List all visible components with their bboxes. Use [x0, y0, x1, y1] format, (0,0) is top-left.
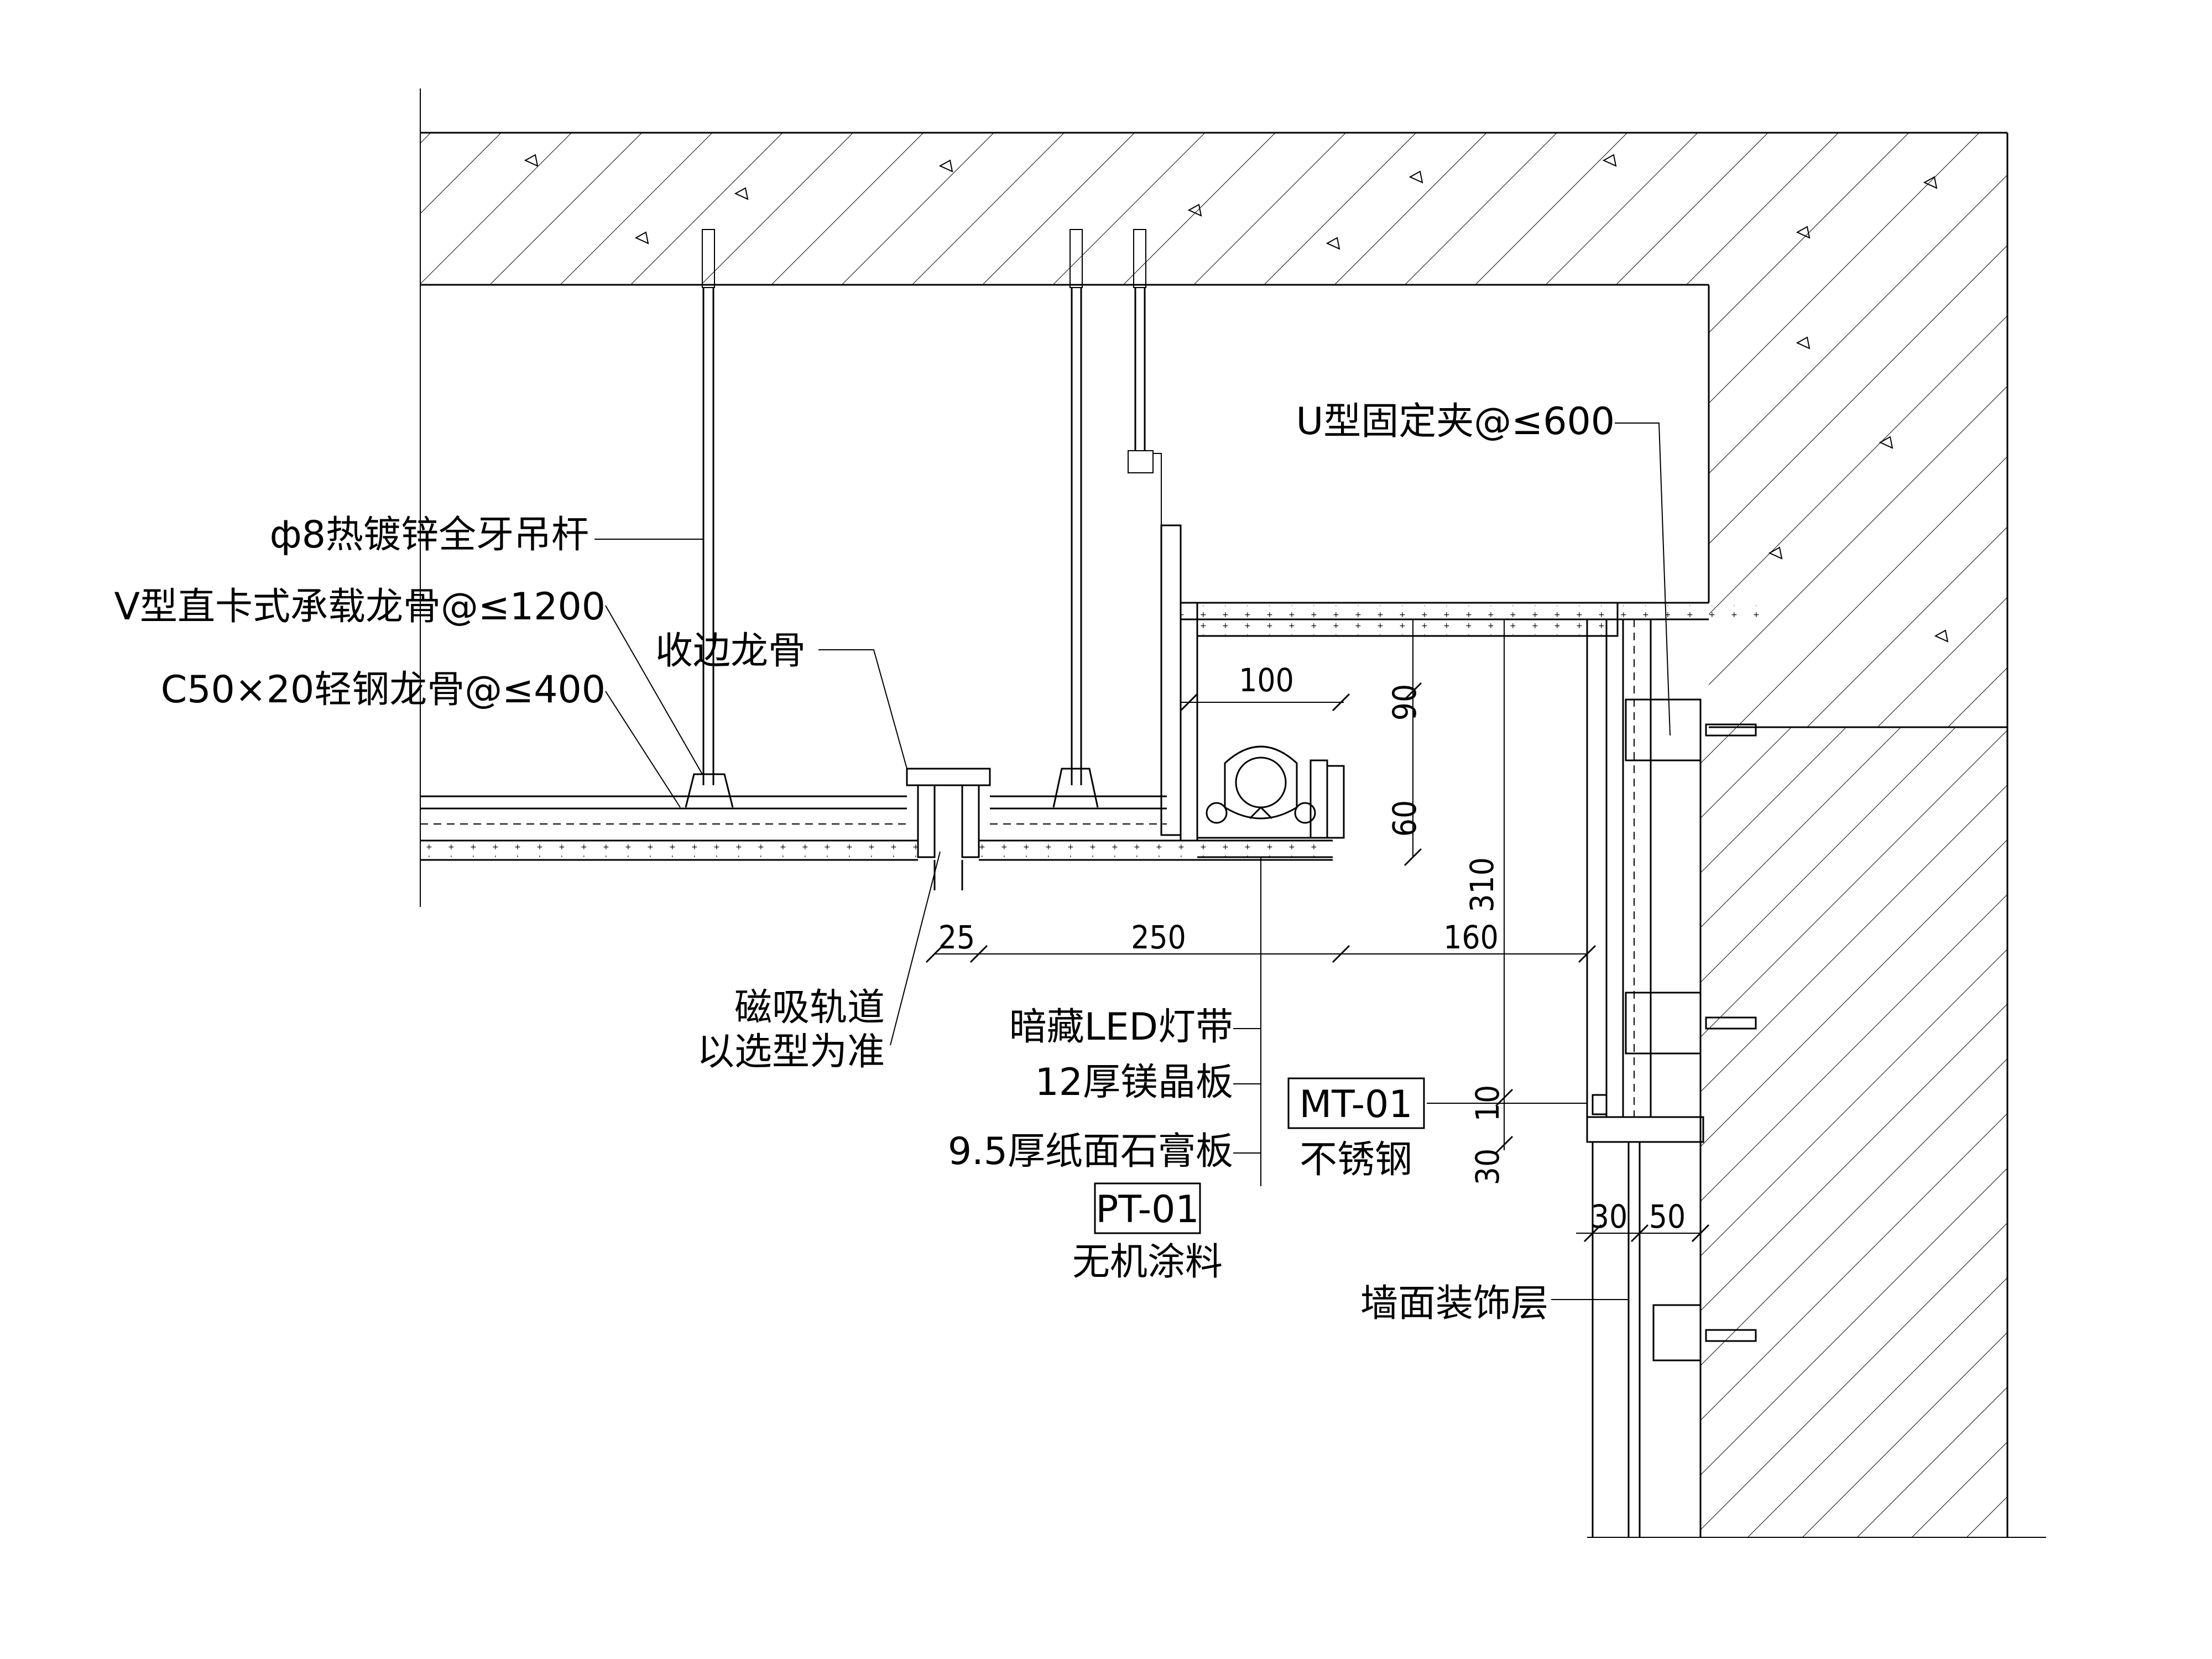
led-fixture	[1206, 745, 1316, 824]
upper-ceiling-board	[1181, 564, 1767, 620]
pt-code-box	[1094, 1182, 1201, 1234]
label-c-keel: C50×20轻钢龙骨@≤400	[161, 668, 606, 712]
label-edge-keel: 收边龙骨	[655, 629, 806, 673]
hanger-rods	[702, 229, 1181, 785]
magnetic-track	[906, 768, 991, 890]
wall-finish-layer	[1592, 1142, 1702, 1537]
label-hanger-rod: ф8热镀锌全牙吊杆	[270, 513, 589, 557]
label-magnetic-track-2: 以选型为准	[697, 1030, 885, 1074]
ceiling-board-left	[420, 795, 918, 861]
label-magnetic-track-1: 磁吸轨道	[734, 986, 885, 1030]
dim-30-horizontal: 30	[1591, 1198, 1627, 1235]
dim-60: 60	[1386, 800, 1423, 837]
concrete-wall	[1708, 285, 2007, 728]
label-wall-finish: 墙面装饰层	[1360, 1282, 1548, 1326]
vertical-wall-board	[1586, 618, 1704, 1143]
dim-30-vertical: 30	[1469, 1149, 1506, 1185]
label-u-clip: U型固定夹@≤600	[1296, 400, 1615, 444]
label-v-keel: V型直卡式承载龙骨@≤1200	[114, 585, 606, 629]
label-mt-code: MT-01	[1299, 1083, 1412, 1126]
ceiling-board-middle	[979, 795, 1333, 861]
dim-100: 100	[1239, 661, 1294, 699]
label-mgo-board: 12厚镁晶板	[1035, 1061, 1233, 1104]
dim-250: 250	[1131, 919, 1186, 956]
dim-25: 25	[938, 919, 975, 956]
v-keel-clips	[685, 768, 1099, 808]
label-pt-name: 无机涂料	[1072, 1240, 1223, 1284]
dim-160: 160	[1443, 919, 1499, 956]
dim-50: 50	[1649, 1198, 1686, 1235]
leader-lines	[594, 422, 1671, 1300]
label-pt-code: PT-01	[1095, 1188, 1199, 1232]
dim-90: 90	[1386, 684, 1423, 721]
dim-10: 10	[1469, 1085, 1506, 1121]
label-mt-name: 不锈钢	[1300, 1138, 1412, 1182]
label-led-strip: 暗藏LED灯带	[1009, 1005, 1233, 1049]
label-gypsum-board: 9.5厚纸面石膏板	[948, 1130, 1233, 1173]
dim-310: 310	[1463, 857, 1501, 912]
mt-code-box	[1287, 1077, 1425, 1129]
masonry-wall	[1587, 727, 2046, 1538]
